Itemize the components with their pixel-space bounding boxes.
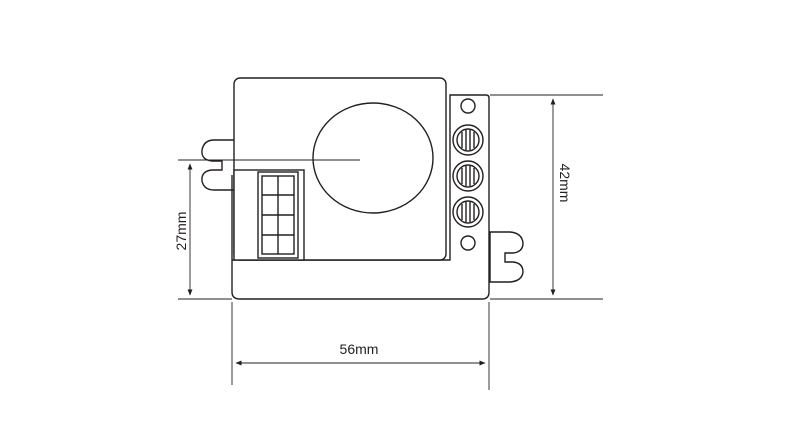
height-label: 42mm bbox=[557, 164, 573, 203]
mount-hole-top bbox=[460, 98, 476, 114]
adjustment-knobs bbox=[452, 98, 484, 251]
dimension-terminal-height: 27mm bbox=[173, 163, 193, 296]
left-mounting-tab bbox=[201, 139, 237, 191]
mount-hole-bottom bbox=[460, 235, 476, 251]
dimension-height: 42mm bbox=[550, 98, 573, 296]
knob-2 bbox=[452, 160, 484, 192]
sensor-lens bbox=[312, 102, 434, 214]
base-plate bbox=[231, 94, 490, 300]
right-mounting-tab bbox=[489, 231, 524, 283]
knob-3 bbox=[452, 196, 484, 228]
width-label: 56mm bbox=[340, 341, 379, 357]
terminal-height-label: 27mm bbox=[173, 212, 189, 251]
wire-connector-block bbox=[233, 169, 305, 261]
dimension-width: 56mm bbox=[235, 341, 486, 366]
knob-1 bbox=[452, 124, 484, 156]
